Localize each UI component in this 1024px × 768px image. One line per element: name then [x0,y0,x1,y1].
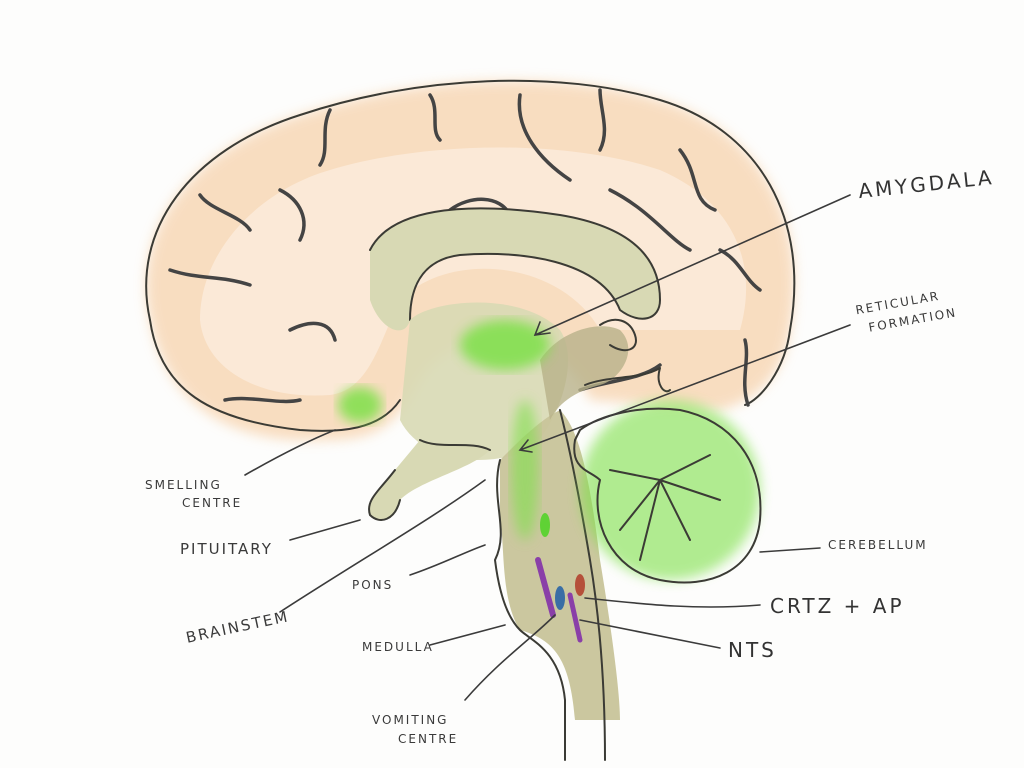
crtz-mark [575,574,585,596]
cerebrum-outline [145,79,796,406]
label-pituitary: PITUITARY [180,540,273,558]
cerebrum-inner [200,147,747,396]
label-nts: NTS [728,638,777,662]
label-medulla: MEDULLA [362,640,434,654]
smelling-centre-region [338,387,382,423]
tectum [540,326,629,420]
label-centre: CENTRE [182,496,243,510]
label-vomiting: VOMITING [372,713,449,727]
corpus-callosum [370,208,660,331]
reticular-region [511,400,539,540]
nts-mark [535,557,556,618]
label-smelling: SMELLING [145,478,222,492]
label-vomiting-centre: CENTRE [398,732,459,746]
cerebellum-outline [573,407,762,584]
label-pons: PONS [352,578,394,592]
label-cerebellum: CEREBELLUM [828,538,928,552]
label-crtz-ap: CRTZ + AP [770,594,905,618]
amygdala-region [460,320,550,370]
vomiting-centre-mark [555,586,565,610]
cerebellum-shape [580,400,760,580]
